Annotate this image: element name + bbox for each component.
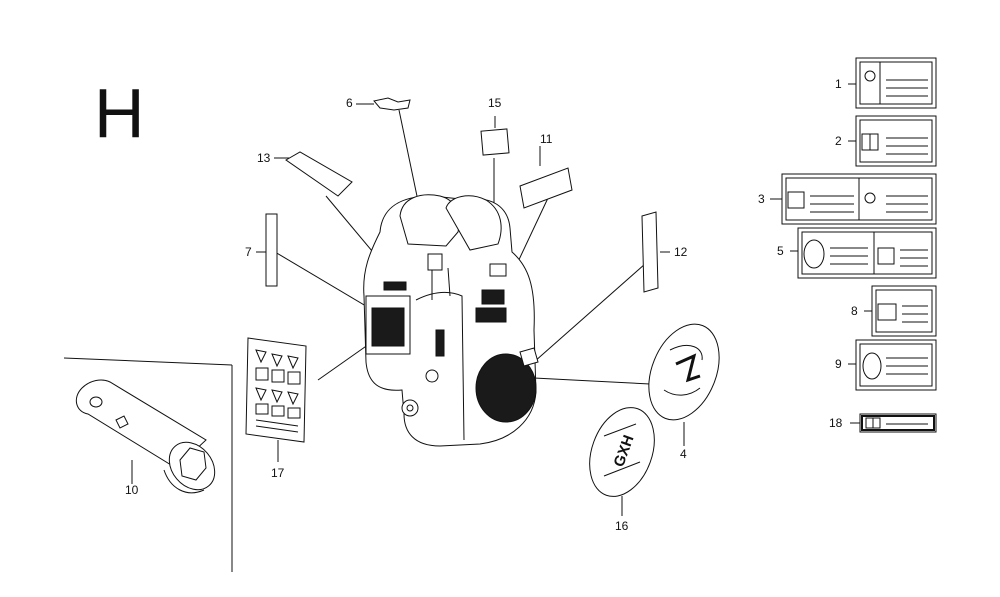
warning-label-9 (855, 339, 937, 391)
callout-16: 16 (615, 519, 629, 533)
engine-decal-a (371, 307, 405, 347)
label-7 (265, 213, 278, 287)
engine-decal-b (383, 281, 407, 291)
callout-1: 1 (835, 77, 842, 91)
callout-17: 17 (271, 466, 285, 480)
callout-6: 6 (346, 96, 353, 110)
label-13 (285, 151, 353, 197)
callout-7: 7 (245, 245, 252, 259)
label-15 (480, 128, 510, 156)
warning-label-2 (855, 115, 937, 167)
callout-13: 13 (257, 151, 271, 165)
warning-label-5 (797, 227, 937, 279)
callout-10: 10 (125, 483, 139, 497)
emblem-16: GXH (589, 407, 655, 497)
recoil-starter (475, 353, 537, 423)
label-6 (373, 97, 411, 111)
callout-12: 12 (674, 245, 688, 259)
safety-decal-17 (245, 337, 307, 443)
tool-frame (63, 357, 233, 572)
engine-decal-d (475, 307, 507, 323)
callout-18: 18 (829, 416, 843, 430)
tool-10 (75, 379, 216, 494)
emblem-4 (648, 323, 720, 421)
callout-4: 4 (680, 447, 687, 461)
warning-label-3 (781, 173, 937, 225)
warning-label-18 (859, 413, 937, 433)
label-12 (641, 211, 659, 293)
callout-5: 5 (777, 244, 784, 258)
engine-decal-e (435, 329, 445, 357)
warning-label-8 (871, 285, 937, 337)
callout-2: 2 (835, 134, 842, 148)
section-letter: H (94, 74, 145, 152)
warning-label-1 (855, 57, 937, 109)
label-11 (519, 167, 573, 209)
callout-11: 11 (540, 132, 553, 146)
callout-9: 9 (835, 357, 842, 371)
engine (363, 194, 539, 447)
engine-decal-c (481, 289, 505, 305)
callout-15: 15 (488, 96, 502, 110)
callout-8: 8 (851, 304, 858, 318)
callout-3: 3 (758, 192, 765, 206)
